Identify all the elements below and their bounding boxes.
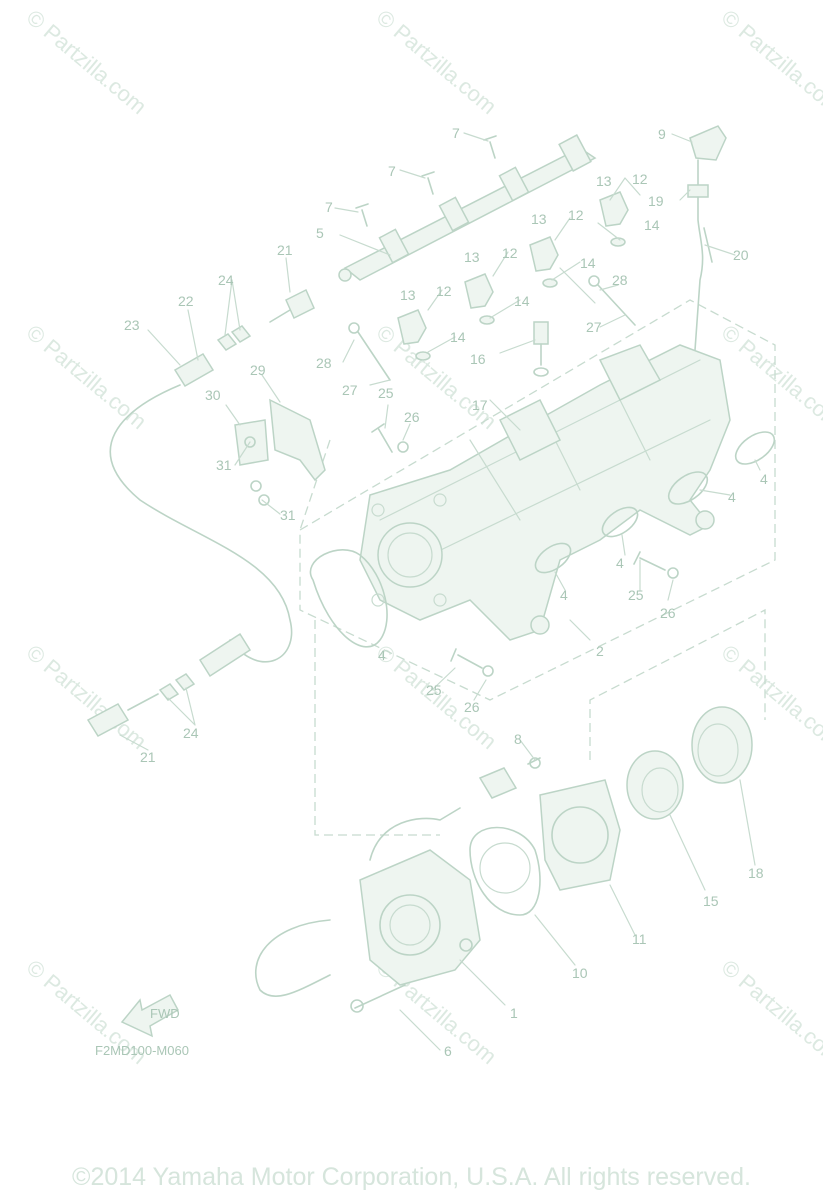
callout-12: 12 xyxy=(632,171,648,187)
callout-9: 9 xyxy=(658,126,666,142)
callout-17: 17 xyxy=(472,397,488,413)
callout-1: 1 xyxy=(510,1005,518,1021)
callout-20: 20 xyxy=(733,247,749,263)
callout-26: 26 xyxy=(464,699,480,715)
callout-14: 14 xyxy=(644,217,660,233)
o-rings xyxy=(309,431,776,648)
callout-25: 25 xyxy=(628,587,644,603)
callout-25: 25 xyxy=(378,385,394,401)
callout-26: 26 xyxy=(404,409,420,425)
long-bolts xyxy=(348,275,636,381)
fuel-rail xyxy=(338,134,597,282)
callout-21: 21 xyxy=(140,749,156,765)
rail-bolts xyxy=(355,135,497,227)
callout-24: 24 xyxy=(183,725,199,741)
reference-code: F2MD100-M060 xyxy=(95,1043,189,1058)
watermark: © Partzilla.com xyxy=(372,320,502,434)
callout-16: 16 xyxy=(470,351,486,367)
callout-30: 30 xyxy=(205,387,221,403)
callout-4: 4 xyxy=(728,489,736,505)
assembly-boundary-lines xyxy=(299,299,776,836)
callout-7: 7 xyxy=(325,199,333,215)
callout-8: 8 xyxy=(514,731,522,747)
callout-13: 13 xyxy=(531,211,547,227)
callout-12: 12 xyxy=(436,283,452,299)
watermark: © Partzilla.com xyxy=(717,5,823,119)
callout-19: 19 xyxy=(648,193,664,209)
callout-14: 14 xyxy=(514,293,530,309)
watermark: © Partzilla.com xyxy=(22,640,152,754)
pressure-sensor-assembly xyxy=(687,125,727,351)
watermark: © Partzilla.com xyxy=(717,320,823,434)
callout-28: 28 xyxy=(612,272,628,288)
fuel-hose-lower xyxy=(86,632,252,737)
callout-15: 15 xyxy=(703,893,719,909)
callout-6: 6 xyxy=(444,1043,452,1059)
callout-labels: 1 2 4 4 4 4 4 5 6 7 7 7 8 9 10 11 12 12 … xyxy=(124,125,768,1059)
callout-7: 7 xyxy=(452,125,460,141)
fuel-injectors xyxy=(397,191,629,361)
callout-28: 28 xyxy=(316,355,332,371)
sleeve-and-ring xyxy=(626,706,753,820)
callout-4: 4 xyxy=(378,647,386,663)
callout-23: 23 xyxy=(124,317,140,333)
leader-lines xyxy=(119,132,761,1051)
callout-4: 4 xyxy=(616,555,624,571)
callout-22: 22 xyxy=(178,293,194,309)
callout-25: 25 xyxy=(426,682,442,698)
callout-10: 10 xyxy=(572,965,588,981)
callout-21: 21 xyxy=(277,242,293,258)
copyright-notice: ©2014 Yamaha Motor Corporation, U.S.A. A… xyxy=(72,1163,751,1191)
callout-13: 13 xyxy=(464,249,480,265)
callout-27: 27 xyxy=(342,382,358,398)
callout-14: 14 xyxy=(450,329,466,345)
watermark: © Partzilla.com xyxy=(22,320,152,434)
callout-14: 14 xyxy=(580,255,596,271)
gaskets xyxy=(469,779,621,916)
callout-18: 18 xyxy=(748,865,764,881)
callout-4: 4 xyxy=(560,587,568,603)
callout-24: 24 xyxy=(218,272,234,288)
callout-29: 29 xyxy=(250,362,266,378)
watermark: © Partzilla.com xyxy=(717,955,823,1069)
callout-13: 13 xyxy=(400,287,416,303)
callout-4: 4 xyxy=(760,471,768,487)
manifold-bolts xyxy=(371,423,679,677)
callout-11: 11 xyxy=(632,931,647,947)
callout-12: 12 xyxy=(502,245,518,261)
callout-31: 31 xyxy=(216,457,232,473)
callout-31: 31 xyxy=(280,507,296,523)
bracket xyxy=(234,398,326,506)
intake-manifold xyxy=(359,344,731,641)
fuel-hose-upper xyxy=(109,288,315,663)
callout-5: 5 xyxy=(316,225,324,241)
callout-27: 27 xyxy=(586,319,602,335)
fwd-arrow: FWD xyxy=(120,993,180,1038)
watermark: © Partzilla.com xyxy=(372,5,502,119)
temperature-sensor xyxy=(533,321,549,377)
throttle-body xyxy=(255,757,541,1013)
callout-26: 26 xyxy=(660,605,676,621)
callout-2: 2 xyxy=(596,643,604,659)
callout-13: 13 xyxy=(596,173,612,189)
watermark: © Partzilla.com xyxy=(22,5,152,119)
fwd-label: FWD xyxy=(150,1006,180,1021)
callout-7: 7 xyxy=(388,163,396,179)
callout-12: 12 xyxy=(568,207,584,223)
